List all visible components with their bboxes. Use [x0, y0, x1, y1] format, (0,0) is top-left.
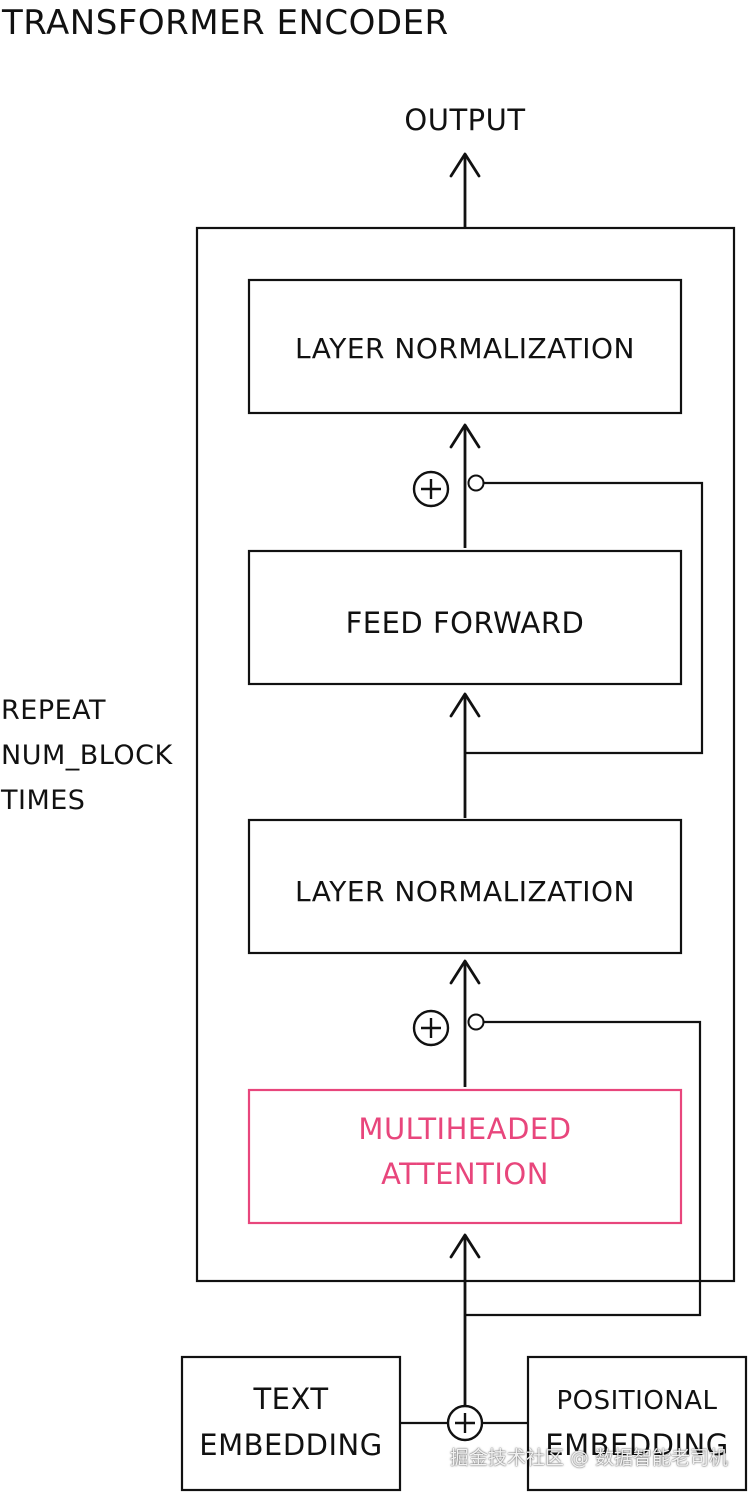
repeat-note-line-3: TIMES [0, 785, 85, 816]
add-upper-icon [412, 470, 450, 508]
residual-connection-upper [465, 481, 704, 755]
top-layer-norm-label: LAYER NORMALIZATION [295, 332, 635, 365]
input-positional-embedding: POSITIONAL EMBEDDING [526, 1355, 748, 1492]
input-text-embedding: TEXT EMBEDDING [180, 1355, 402, 1492]
repeat-note: REPEAT NUM_BLOCK TIMES [0, 695, 173, 816]
bottom-layer-norm-label: LAYER NORMALIZATION [295, 875, 635, 908]
arrow-into-top-norm [449, 423, 481, 548]
text-embedding-line-1: TEXT [252, 1382, 328, 1416]
text-embedding-line-2: EMBEDDING [199, 1428, 382, 1462]
arrow-into-bottom-norm [449, 959, 481, 1087]
residual-connection-lower [465, 1020, 702, 1317]
arrow-into-attention [449, 1233, 481, 1410]
arrow-into-feed-forward [449, 692, 481, 818]
feed-forward-label: FEED FORWARD [346, 606, 585, 640]
residual-tap-upper-icon [467, 474, 485, 492]
attention-label-line-2: ATTENTION [381, 1157, 549, 1191]
positional-embedding-line-2: EMBEDDING [545, 1428, 728, 1462]
diagram-title: TRANSFORMER ENCODER [1, 3, 449, 43]
add-lower-icon [412, 1009, 450, 1047]
block-bottom-layer-norm: LAYER NORMALIZATION [247, 818, 683, 955]
residual-tap-lower-icon [467, 1013, 485, 1031]
positional-embedding-line-1: POSITIONAL [556, 1386, 717, 1416]
add-embeddings-icon [446, 1404, 484, 1442]
repeat-note-line-1: REPEAT [1, 695, 106, 726]
output-label: OUTPUT [404, 103, 525, 137]
attention-label-line-1: MULTIHEADED [358, 1112, 571, 1146]
block-feed-forward: FEED FORWARD [247, 549, 683, 686]
watermark-label: 掘金技术社区 @ 数据智能老司机 [449, 1447, 728, 1469]
repeat-note-line-2: NUM_BLOCK [1, 740, 173, 771]
block-top-layer-norm: LAYER NORMALIZATION [247, 278, 683, 415]
block-multiheaded-attention: MULTIHEADED ATTENTION [247, 1088, 683, 1225]
